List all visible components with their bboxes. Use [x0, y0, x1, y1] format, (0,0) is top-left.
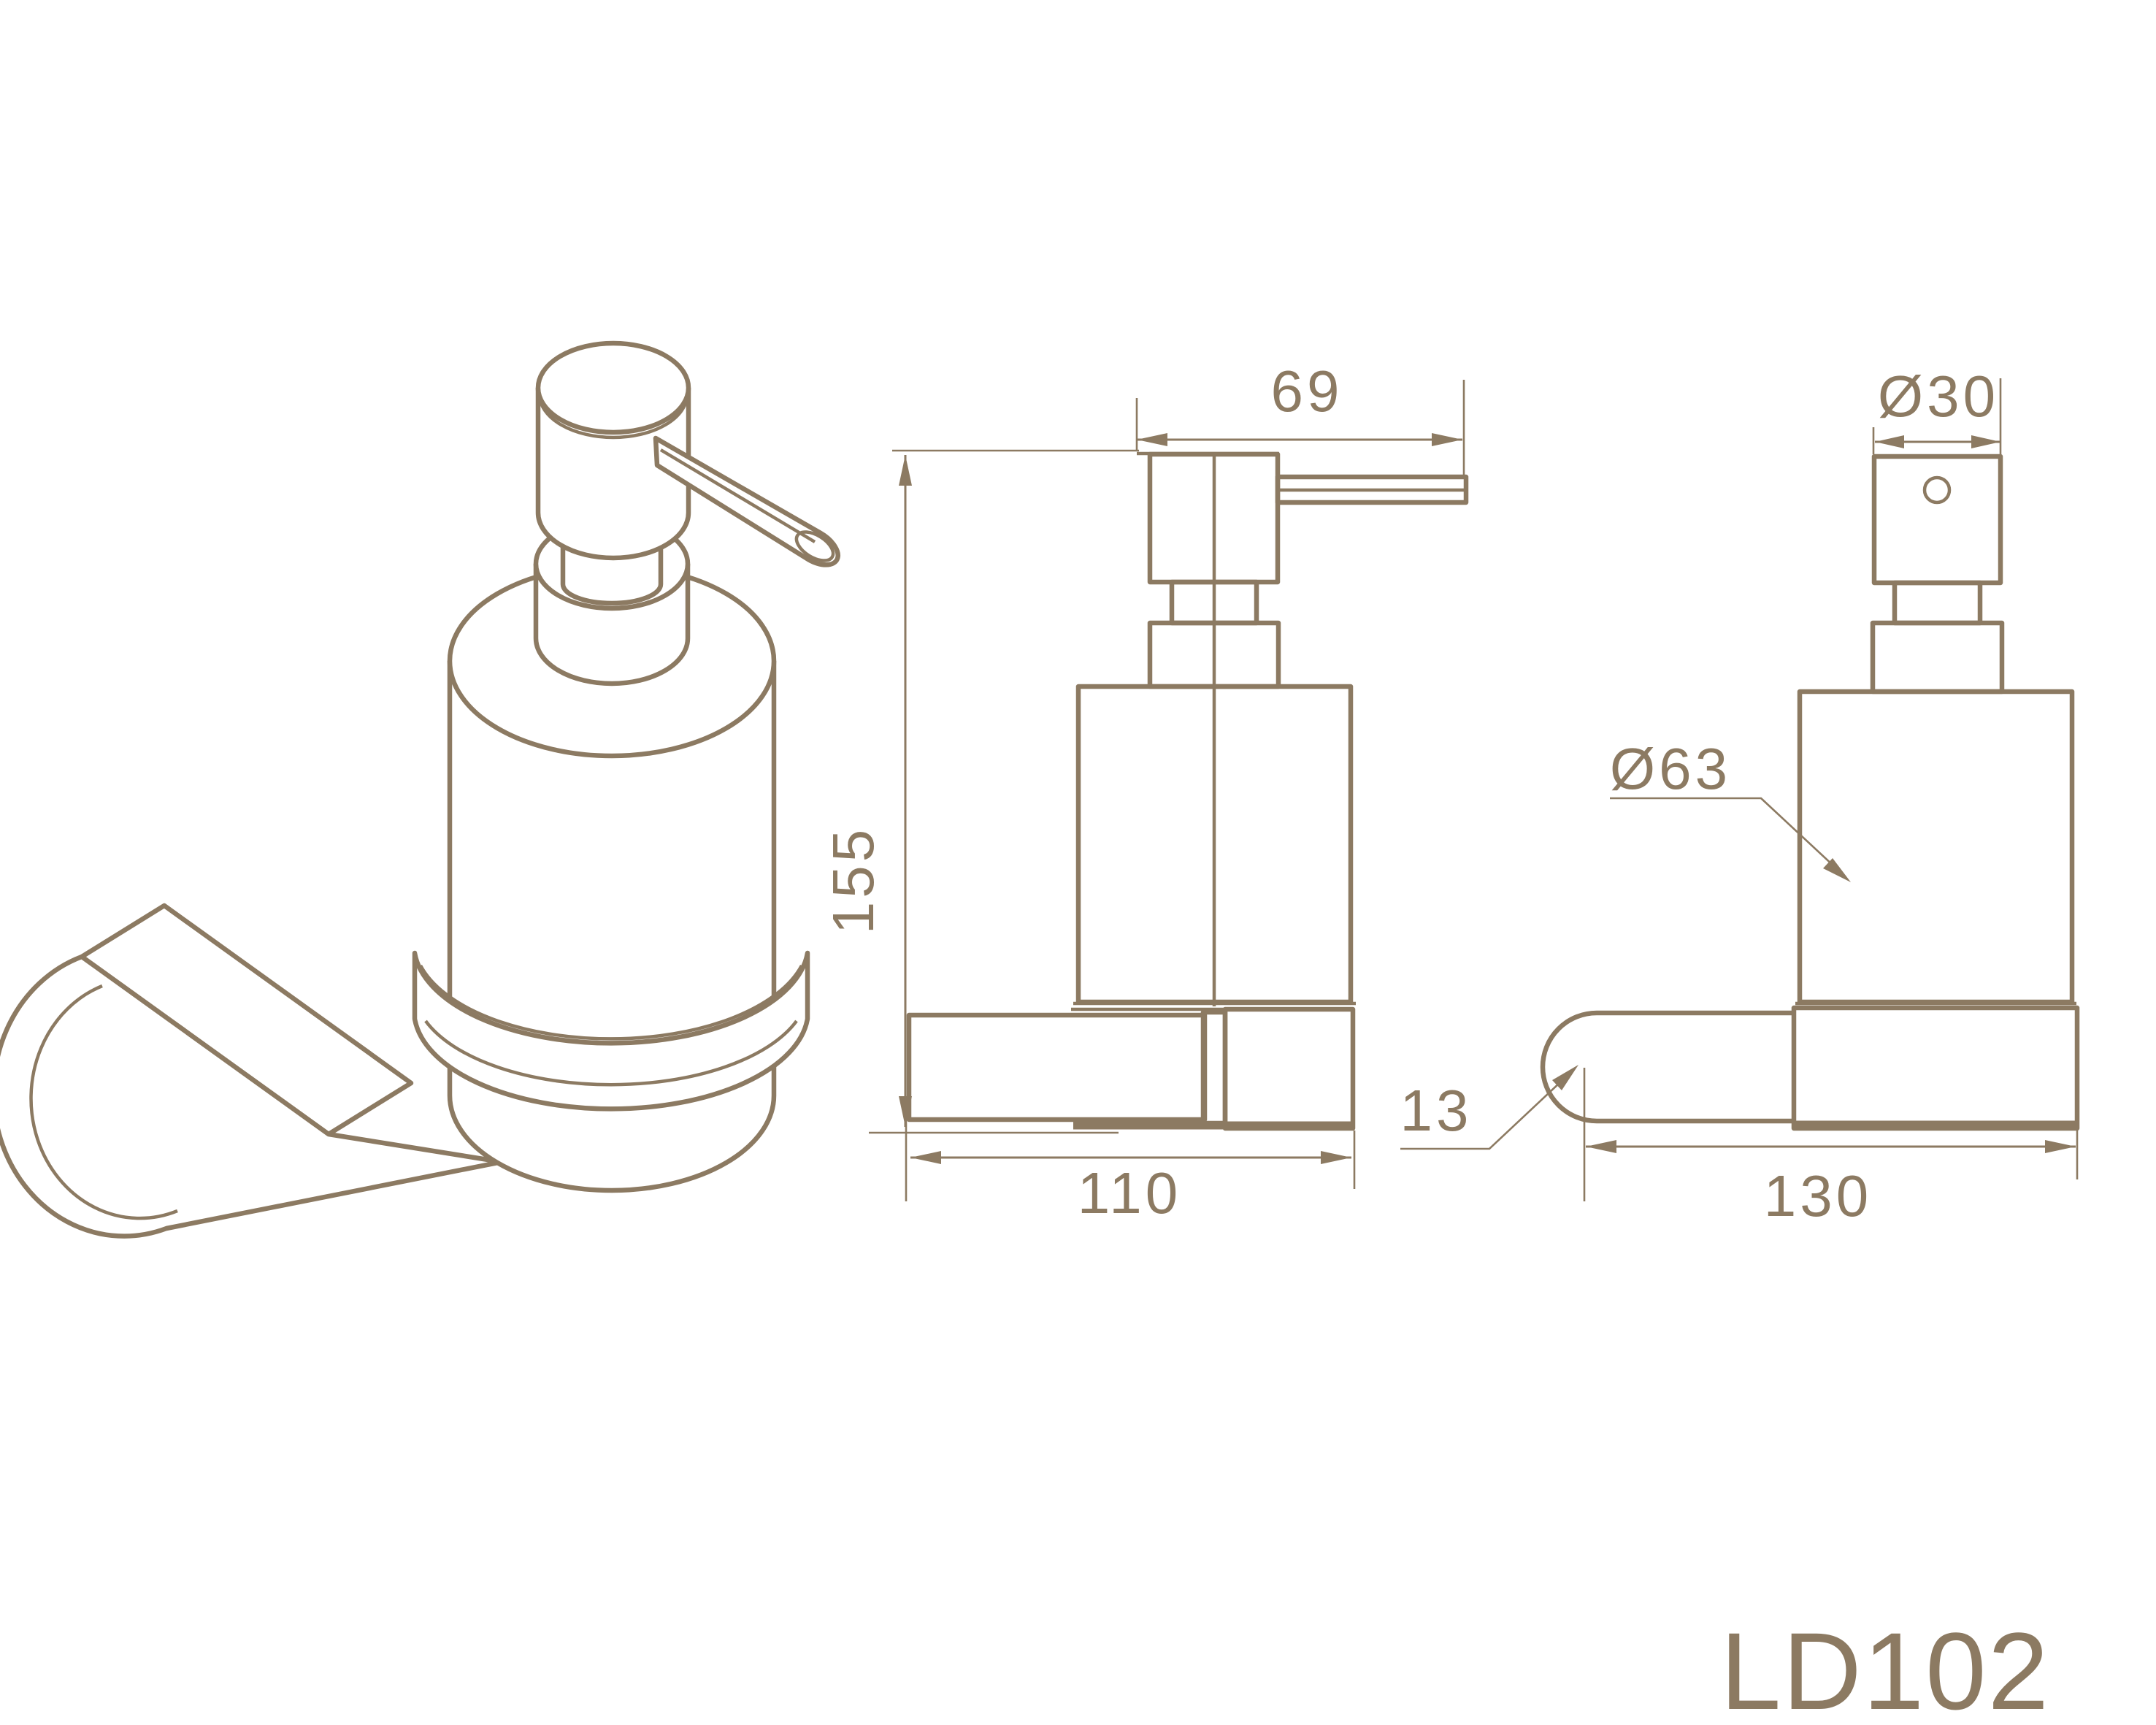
mounting-bracket-arm-side [1540, 1010, 1794, 1124]
dim-label-155: 155 [821, 826, 886, 934]
holder-ring-side [1791, 1005, 2080, 1131]
pump-neck-side [1892, 580, 1983, 626]
spout-outlet-hole [1922, 475, 1952, 505]
holder-ring-front [1222, 1006, 1356, 1131]
product-code: LD102 [1720, 1610, 2050, 1725]
dim-label-69: 69 [1271, 359, 1343, 424]
dim-total-depth: 130 [1583, 1068, 2079, 1228]
holder-ring-iso [412, 950, 810, 1112]
pump-head-side [1871, 454, 2003, 586]
pump-head-iso [535, 340, 691, 561]
pump-collar-side [1870, 620, 2005, 695]
pump-spout-iso [653, 435, 840, 567]
isometric-view [0, 340, 840, 1239]
dim-pump-diameter: Ø30 [1872, 364, 2002, 454]
mounting-bracket-arm-iso [0, 903, 505, 1239]
dim-label-d63: Ø63 [1610, 736, 1731, 801]
dim-body-diameter: Ø63 [1610, 736, 1851, 882]
dim-label-110: 110 [1078, 1160, 1182, 1225]
dim-label-d30: Ø30 [1878, 364, 1999, 429]
dim-total-height: 155 [821, 449, 1139, 1134]
pump-spout-front [1275, 474, 1469, 505]
dim-total-width: 110 [905, 1120, 1356, 1225]
mounting-bracket-arm-front [906, 1012, 1208, 1122]
side-view: Ø30 Ø63 13 130 [1400, 364, 2080, 1228]
dim-spout-width: 69 [1135, 359, 1465, 475]
front-view: 69 155 110 [821, 359, 1469, 1225]
bottle-body-side [1797, 689, 2075, 1005]
dim-label-13: 13 [1400, 1078, 1473, 1143]
dim-bracket-thickness: 13 [1400, 1065, 1578, 1150]
dim-label-130: 130 [1764, 1163, 1872, 1228]
